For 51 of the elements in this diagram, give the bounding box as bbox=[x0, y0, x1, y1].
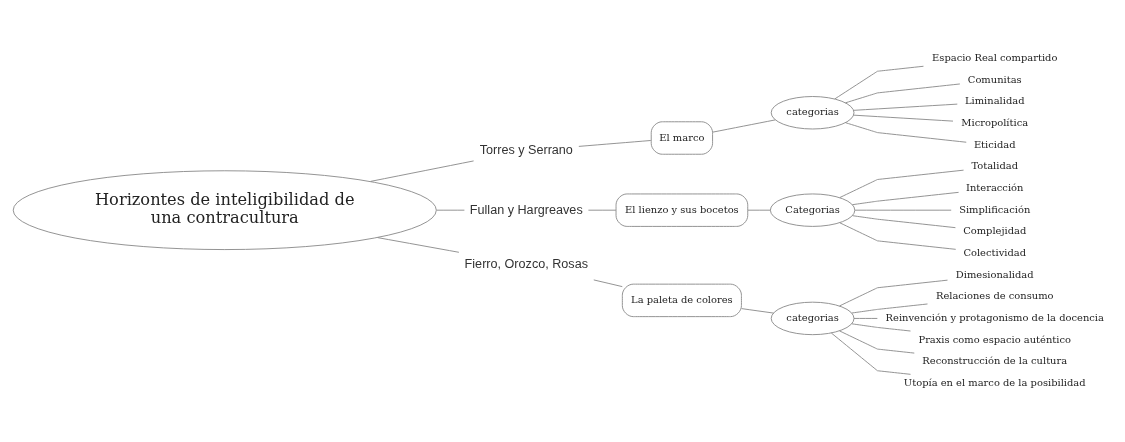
node-text: Torres y Serrano bbox=[479, 142, 573, 157]
connector bbox=[370, 160, 475, 182]
connector bbox=[436, 209, 465, 211]
node-text: Liminalidad bbox=[964, 95, 1025, 107]
node-box: El marco bbox=[650, 121, 713, 155]
connector bbox=[578, 140, 652, 147]
connector bbox=[839, 279, 948, 307]
node-box: La paleta de colores bbox=[621, 283, 742, 318]
connector bbox=[839, 169, 964, 198]
node-text: Interacción bbox=[966, 182, 1024, 194]
connector bbox=[852, 191, 960, 206]
node-text: Utopía en el marco de la posibilidad bbox=[903, 376, 1086, 388]
node-text: Micropolítica bbox=[961, 117, 1029, 129]
connector bbox=[853, 114, 954, 122]
node-text: Complejidad bbox=[963, 225, 1027, 237]
connector bbox=[852, 215, 956, 229]
connector bbox=[839, 330, 915, 354]
node-text: Praxis como espacio auténtico bbox=[918, 333, 1071, 345]
node-text: Fullan y Hargreaves bbox=[469, 202, 583, 217]
connector bbox=[839, 222, 957, 250]
node-box: El lienzo y sus bocetos bbox=[615, 193, 749, 227]
connector bbox=[830, 332, 911, 375]
connector bbox=[834, 65, 924, 100]
connector bbox=[587, 209, 617, 211]
node-text: Colectividad bbox=[963, 247, 1027, 258]
node-text: Eticidad bbox=[973, 138, 1016, 150]
node-ellipse: categorias bbox=[770, 301, 855, 336]
connector bbox=[854, 209, 952, 211]
node-text: Relaciones de consumo bbox=[935, 290, 1054, 302]
node-text: Dimesionalidad bbox=[955, 268, 1034, 280]
connector bbox=[853, 317, 878, 319]
connector bbox=[845, 83, 961, 104]
node-text: Fierro, Orozco, Rosas bbox=[464, 256, 588, 271]
node-text: Reconstrucción de la cultura bbox=[922, 355, 1068, 367]
node-text: Simplificación bbox=[959, 203, 1031, 215]
connector bbox=[377, 237, 460, 253]
node-text: Espacio Real compartido bbox=[932, 52, 1058, 64]
connector bbox=[851, 323, 911, 332]
connector bbox=[593, 279, 623, 288]
connector bbox=[851, 303, 928, 314]
node-ellipse: categorias bbox=[770, 96, 855, 130]
node-ellipse: Categorias bbox=[769, 193, 856, 227]
connector bbox=[747, 209, 771, 211]
node-text: Reinvención y protagonismo de la docencia bbox=[885, 311, 1104, 323]
node-text: Comunitas bbox=[967, 73, 1022, 85]
connector bbox=[712, 119, 776, 133]
connector bbox=[845, 122, 967, 143]
node-text: Totalidad bbox=[971, 160, 1019, 172]
connector bbox=[853, 103, 958, 111]
node-ellipse: Horizontes de inteligibilidad de una contracultura bbox=[12, 170, 437, 251]
connector bbox=[741, 308, 775, 314]
